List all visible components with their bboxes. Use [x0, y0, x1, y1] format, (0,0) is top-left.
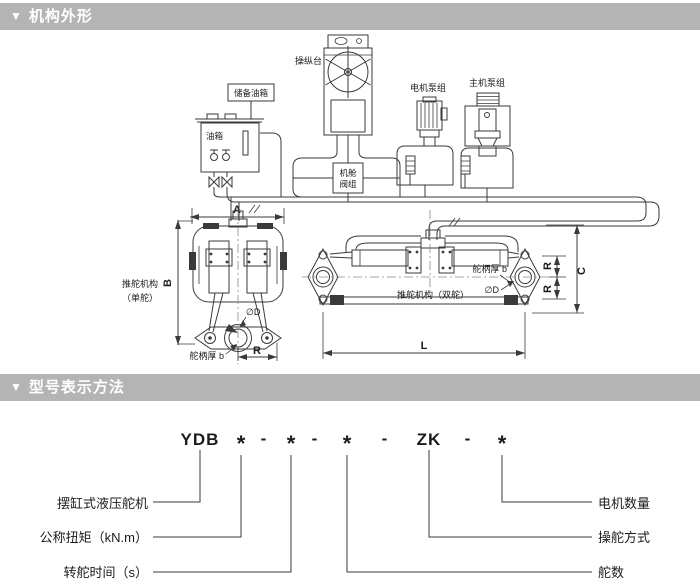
section-header-model: ▼ 型号表示方法: [0, 374, 700, 401]
reserve-tank-label: 储备油箱: [234, 88, 269, 98]
model-code-zk: ZK: [417, 430, 442, 449]
single-mech-label-line2: （单舵）: [122, 292, 158, 303]
dim-c-label: C: [576, 267, 588, 275]
dim-r-lower-label: R: [542, 285, 554, 293]
motor-pump-unit-drawing: 电机泵组: [396, 82, 454, 186]
callout-steering-gear-type: 摆缸式液压舵机: [57, 496, 148, 511]
main-pump-unit-drawing: 主机泵组: [460, 77, 514, 189]
single-rudder-mechanism-drawing: A B: [122, 204, 287, 364]
callout-nominal-torque: 公称扭矩（kN.m）: [40, 530, 148, 545]
single-mech-label-line1: 推舵机构: [122, 278, 158, 289]
section-header-outline: ▼ 机构外形: [0, 3, 700, 30]
callout-steering-mode: 操舵方式: [598, 530, 650, 545]
model-code-dash-1: -: [261, 429, 268, 448]
dim-a-label: A: [233, 204, 241, 216]
callout-motor-quantity: 电机数量: [598, 496, 650, 511]
model-code-star-2: *: [287, 431, 296, 456]
motor-pump-label: 电机泵组: [410, 82, 446, 93]
outline-section-title: 机构外形: [28, 8, 93, 25]
model-code-dash-4: -: [465, 429, 472, 448]
tiller-thickness-label: 舵柄厚 b: [189, 350, 224, 361]
dim-b-label: B: [162, 279, 174, 287]
console-label: 操纵台: [295, 55, 322, 66]
callout-steering-time: 转舵时间（s）: [63, 565, 148, 580]
tiller-thickness-label-right: 舵柄厚 b: [472, 263, 507, 274]
triangle-marker-icon: ▼: [10, 380, 23, 394]
oil-tank-drawing: 储备油箱 油箱: [195, 83, 275, 193]
model-code-star-4: *: [498, 431, 507, 456]
model-code-prefix: YDB: [181, 430, 220, 449]
triangle-marker-icon: ▼: [10, 9, 23, 23]
main-pump-label: 主机泵组: [469, 77, 505, 88]
hydraulic-piping: [213, 132, 660, 240]
valve-block-label-line2: 阀组: [339, 179, 357, 189]
model-code-dash-3: -: [382, 429, 389, 448]
model-code-star-3: *: [343, 431, 352, 456]
engine-room-valve-block: 机舱 阀组: [332, 162, 364, 194]
model-designation-diagram: YDB * - * - * - ZK - * 摆缸式液压舵机 公称扭矩（kN.m…: [40, 429, 650, 580]
dim-r-label: R: [253, 345, 261, 357]
double-mech-label: 推舵机构（双舵）: [397, 289, 469, 300]
valve-block-label-line1: 机舱: [339, 168, 357, 178]
dim-l-label: L: [421, 340, 428, 352]
callout-rudder-quantity: 舵数: [598, 565, 624, 580]
model-section-title: 型号表示方法: [28, 379, 125, 396]
dim-r-upper-label: R: [542, 262, 554, 270]
double-rudder-mechanism-drawing: 舵柄厚 b ∅D 推舵机构（双舵） C R R L: [302, 210, 588, 359]
model-code-dash-2: -: [312, 429, 319, 448]
oil-tank-label: 油箱: [206, 131, 224, 141]
control-console-drawing: 操纵台: [295, 34, 373, 152]
diameter-d-label-right: ∅D: [485, 285, 500, 295]
model-code-star-1: *: [237, 431, 246, 456]
diameter-d-label: ∅D: [246, 307, 261, 317]
